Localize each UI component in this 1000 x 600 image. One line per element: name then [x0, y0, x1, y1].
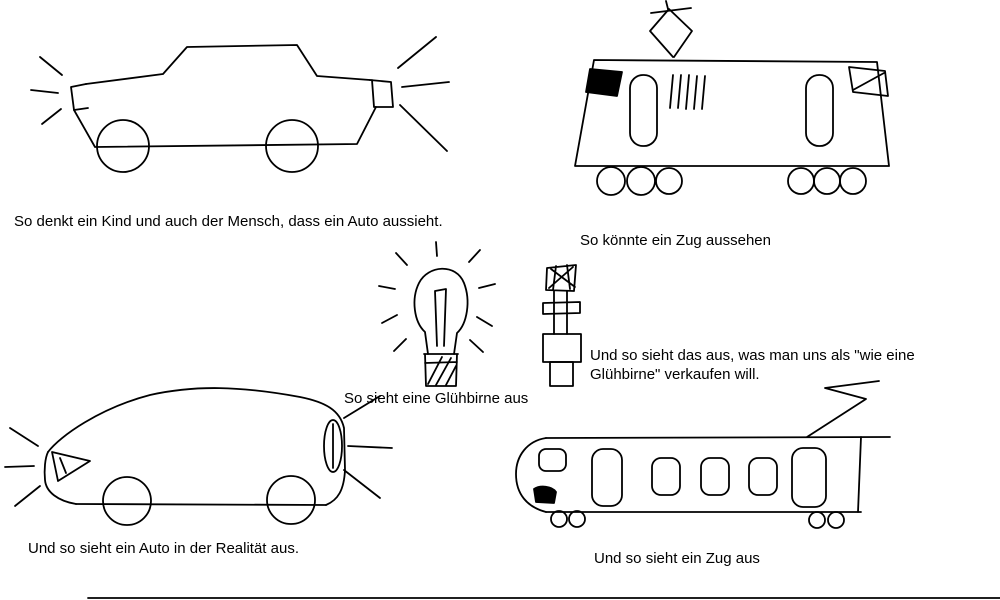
real-train-roofline	[545, 436, 891, 439]
real-car-taillight	[323, 419, 343, 473]
real-car-light-rays-left	[4, 427, 41, 507]
real-car-headlight	[51, 451, 91, 482]
real-train-nose	[515, 437, 547, 513]
cfl-neck	[553, 290, 568, 335]
real-train-window	[791, 447, 827, 508]
child-train-wheel	[839, 167, 867, 195]
caption-cfl: Und so sieht das aus, was man uns als "w…	[590, 347, 915, 383]
real-car-bottom	[75, 503, 327, 506]
bulb-base-hatching	[427, 356, 457, 386]
real-car-rear-wheel	[266, 475, 316, 525]
real-train-window	[748, 457, 778, 496]
child-car-headlight-box	[70, 83, 89, 111]
cfl-lamp-drawing	[542, 264, 582, 387]
child-train-wheel	[626, 166, 656, 196]
child-car-drawing	[30, 36, 450, 173]
real-car-nose	[43, 451, 77, 505]
child-train-pantograph	[649, 8, 693, 58]
child-train-right-window	[848, 66, 889, 97]
real-train-wheel	[550, 510, 568, 528]
child-car-rear-wheel	[265, 119, 319, 173]
real-train-wheel	[827, 511, 845, 529]
real-car-drawing	[4, 387, 393, 526]
child-train-right-window-line	[852, 72, 885, 91]
child-train-wheel	[813, 167, 841, 195]
bulb-drawing	[378, 241, 496, 387]
real-train-window	[651, 457, 681, 496]
child-train-body	[574, 59, 890, 167]
child-train-wheel	[655, 167, 683, 195]
cfl-socket	[549, 361, 574, 387]
caption-bulb: So sieht eine Glühbirne aus	[344, 390, 529, 407]
caption-real-car: Und so sieht ein Auto in der Realität au…	[28, 540, 299, 557]
bulb-glass	[413, 267, 469, 355]
child-car-taillight-box	[369, 79, 394, 108]
child-car-body	[85, 44, 371, 85]
child-train-door-left	[629, 74, 658, 147]
real-train-wheel	[568, 510, 586, 528]
child-train-pantograph-bar	[650, 0, 692, 14]
child-car-underside	[73, 106, 377, 148]
child-car-light-rays-right	[397, 36, 450, 152]
child-train-grille-lines	[669, 74, 706, 110]
real-train-drawing	[515, 380, 891, 529]
child-car-front-wheel	[96, 119, 150, 173]
real-train-pantograph	[806, 380, 880, 438]
bulb-rays	[378, 241, 496, 353]
real-train-front-dark-panel	[533, 485, 557, 504]
child-train-drawing	[574, 0, 890, 196]
child-car-light-rays-left	[30, 56, 63, 125]
real-car-front-wheel	[102, 476, 152, 526]
real-car-light-rays-right	[343, 395, 393, 499]
caption-real-train: Und so sieht ein Zug aus	[594, 550, 760, 567]
cfl-body	[542, 333, 582, 363]
child-train-door-right	[805, 74, 834, 147]
real-train-window	[591, 448, 623, 507]
caption-child-train: So könnte ein Zug aussehen	[580, 232, 771, 249]
real-train-wheel	[808, 511, 826, 529]
real-train-right-edge	[857, 436, 862, 513]
child-train-windshield	[585, 68, 623, 97]
real-car-roofline	[47, 387, 346, 506]
child-train-wheel	[787, 167, 815, 195]
cfl-top-scribble	[545, 264, 577, 292]
real-train-window	[700, 457, 730, 496]
bulb-base	[423, 353, 459, 387]
child-train-wheel	[596, 166, 626, 196]
cfl-crossbar	[542, 301, 581, 315]
real-train-windshield	[538, 448, 567, 472]
caption-child-car: So denkt ein Kind und auch der Mensch, d…	[14, 213, 443, 230]
bulb-filament	[434, 288, 447, 347]
